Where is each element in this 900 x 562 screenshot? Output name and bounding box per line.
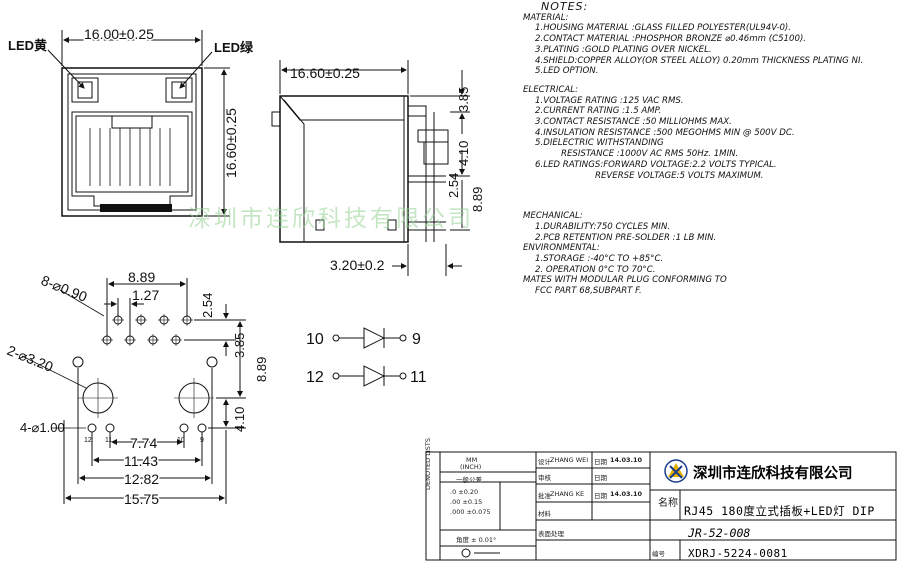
- customer-code: XDRJ-5224-0081: [688, 547, 788, 560]
- led-pin-12: 12: [306, 369, 324, 386]
- fp-pin-9-label: 9: [200, 437, 204, 444]
- fp-mount-holes-label: 2-⌀3.20: [5, 342, 56, 375]
- material-item: 1.HOUSING MATERIAL :GLASS FILLED POLYEST…: [535, 23, 792, 34]
- mechanical-heading: MECHANICAL:: [523, 211, 583, 222]
- approve-label: 批准: [538, 492, 551, 500]
- electrical-item: 4.INSULATION RESISTANCE :500 MEGOHMS MIN…: [535, 127, 795, 138]
- part-number: JR-52-008: [688, 526, 751, 540]
- inch-label: (INCH): [460, 463, 482, 471]
- approver-name: ZHANG KE: [550, 490, 585, 498]
- material-heading: MATERIAL:: [523, 12, 569, 23]
- electrical-item: RESISTANCE :1000V AC RMS 50Hz. 1MIN.: [561, 149, 739, 160]
- electrical-item: REVERSE VOLTAGE:5 VOLTS MAXIMUM.: [595, 170, 764, 181]
- tolerance-3: .000 ±0.075: [450, 508, 491, 516]
- design-label: 设计: [538, 458, 551, 466]
- fp-pin-11-label: 11: [105, 437, 112, 444]
- notes-panel: NOTES: MATERIAL: 1.HOUSING MATERIAL :GLA…: [523, 0, 893, 297]
- material-item: 3.PLATING :GOLD PLATING OVER NICKEL.: [535, 44, 712, 55]
- company-logo: [664, 459, 688, 483]
- mates-line: FCC PART 68,SUBPART F.: [535, 286, 642, 297]
- fp-pin-10-label: 10: [177, 437, 185, 444]
- check-label: 审核: [538, 474, 551, 482]
- electrical-item: 2.CURRENT RATING :1.5 AMP.: [535, 106, 662, 117]
- tolerance-2: .00 ±0.15: [450, 498, 483, 506]
- side-view: [271, 60, 470, 276]
- mechanical-item: 2.PCB RETENTION PRE-SOLDER :1 LB MIN.: [535, 232, 717, 243]
- fp-1282-dimension: 12.82: [124, 471, 159, 487]
- company-name: 深圳市连欣科技有限公司: [693, 466, 853, 482]
- watermark-text: 深圳市连欣科技有限公司: [188, 206, 474, 232]
- fp-led-holes-label: 4-⌀1.00: [20, 420, 65, 435]
- fp-889-right-dimension: 8.89: [254, 357, 269, 382]
- date-2: 14.03.10: [610, 490, 643, 498]
- angle-tolerance: 角度 ± 0.01°: [456, 536, 497, 544]
- material-item: 2.CONTACT MATERIAL :PHOSPHOR BRONZE ⌀0.4…: [535, 34, 807, 45]
- front-height-dimension: 16.60±0.25: [223, 108, 239, 178]
- side-410-dimension: 4.10: [456, 141, 471, 166]
- electrical-item: 3.CONTACT RESISTANCE :50 MILLIOHMS MAX.: [535, 117, 732, 128]
- led-green-label: LED绿: [214, 40, 254, 55]
- side-385-dimension: 3.85: [456, 87, 471, 112]
- front-view: [47, 30, 230, 217]
- name-label: 名称: [658, 498, 678, 509]
- fp-127-dimension: 1.27: [132, 287, 159, 303]
- led-schematic: [332, 327, 407, 387]
- environmental-item: 1.STORAGE :-40°C TO +85°C.: [535, 254, 664, 265]
- surface-label: 表面处理: [538, 530, 564, 538]
- fp-410-dimension: 4.10: [232, 407, 247, 432]
- fp-385-dimension: 3.85: [232, 333, 247, 358]
- title-block-frame: [425, 451, 897, 561]
- fp-1143-dimension: 11.43: [124, 453, 158, 469]
- electrical-item: 1.VOLTAGE RATING :125 VAC RMS.: [535, 95, 684, 106]
- electrical-item: 5.DIELECTRIC WITHSTANDING: [535, 138, 664, 149]
- fp-254-dimension: 2.54: [200, 293, 215, 318]
- environmental-heading: ENVIRONMENTAL:: [523, 243, 600, 254]
- fp-774-dimension: 7.74: [130, 435, 157, 451]
- date-1: 14.03.10: [610, 456, 643, 464]
- side-depth-dimension: 16.60±0.25: [290, 65, 360, 81]
- title-block: 深圳市连欣科技有限公司 RJ45 180度立式插板+LED灯 DIP JR-52…: [424, 438, 896, 562]
- tolerance-label: 一般公差: [456, 476, 482, 484]
- side-889-dimension: 8.89: [470, 187, 485, 212]
- notes-title: NOTES:: [541, 0, 589, 13]
- material-field-label: 材料: [538, 510, 551, 518]
- mates-line: MATES WITH MODULAR PLUG CONFORMING TO: [523, 275, 727, 286]
- front-width-dimension: 16.00±0.25: [84, 26, 154, 42]
- electrical-item: 6.LED RATINGS:FORWARD VOLTAGE:2.2 VOLTS …: [535, 159, 777, 170]
- side-bottom-dimension: 3.20±0.2: [330, 257, 385, 273]
- material-item: 5.LED OPTION.: [535, 66, 599, 77]
- date-label-1: 日期: [594, 458, 607, 466]
- electrical-heading: ELECTRICAL:: [523, 84, 578, 95]
- led-pin-10: 10: [306, 331, 324, 348]
- led-yellow-label: LED黄: [8, 38, 47, 53]
- fp-889-dimension: 8.89: [128, 269, 155, 285]
- side-label: DENOTED LISTS: [424, 438, 432, 490]
- designer-name: ZHANG WEI: [550, 456, 589, 464]
- fp-pin-12-label: 12: [84, 437, 92, 444]
- footprint-view: [21, 278, 246, 504]
- product-name: RJ45 180度立式插板+LED灯 DIP: [684, 504, 875, 518]
- led-pin-9: 9: [412, 331, 421, 348]
- mechanical-item: 1.DURABILITY:750 CYCLES MIN.: [535, 221, 671, 232]
- date-label-3: 日期: [594, 492, 607, 500]
- tolerance-1: .0 ±0.20: [450, 488, 479, 496]
- fp-1575-dimension: 15.75: [124, 491, 159, 507]
- fp-pin-holes-label: 8-⌀0.90: [39, 272, 90, 305]
- environmental-item: 2. OPERATION 0°C TO 70°C.: [535, 264, 656, 275]
- date-label-2: 日期: [594, 474, 607, 482]
- material-item: 4.SHIELD:COPPER ALLOY(OR STEEL ALLOY) 0.…: [535, 55, 864, 66]
- side-254-dimension: 2.54: [446, 173, 461, 198]
- led-pin-11: 11: [410, 369, 427, 386]
- unit-label: MM: [466, 456, 478, 464]
- number-label: 编号: [652, 550, 665, 558]
